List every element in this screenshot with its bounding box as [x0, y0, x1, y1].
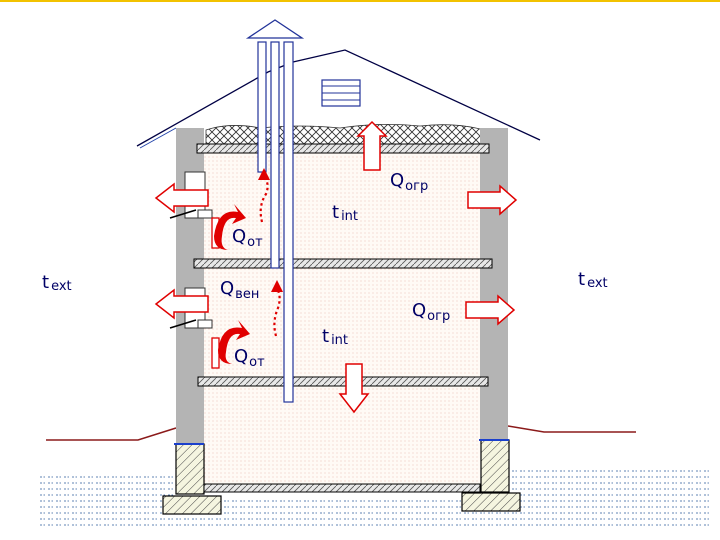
q-ot-lower-label: Qот — [234, 346, 265, 370]
vent-flow-lower — [273, 285, 281, 337]
middle-slab — [193, 258, 493, 269]
footing-left — [162, 495, 222, 515]
top-accent-line — [0, 0, 720, 2]
radiator-icon — [211, 337, 220, 369]
ground-right — [510, 466, 710, 526]
ground-under-house — [174, 496, 510, 526]
interior — [204, 150, 480, 490]
wall-right — [480, 128, 508, 440]
vent-flow-upper — [259, 175, 269, 223]
attic-vent-icon — [321, 79, 361, 107]
foundation-left — [175, 443, 205, 495]
ground-surface-left — [46, 427, 177, 441]
ground-surface-right — [507, 425, 636, 433]
q-ot-upper-label: Qот — [232, 226, 263, 250]
heat-flow-arrow-icon — [154, 288, 209, 320]
heat-flow-arrow-icon — [154, 182, 209, 214]
ground-left — [38, 476, 174, 526]
footing-right — [461, 492, 521, 512]
heat-flow-arrow-icon — [467, 184, 518, 216]
q-ven-label: Qвен — [220, 278, 259, 302]
basement-floor — [203, 483, 481, 493]
attic-slab — [196, 143, 490, 154]
heat-curve-lower — [218, 320, 250, 364]
roof-underside-left — [139, 127, 177, 149]
heat-flow-arrow-icon — [465, 294, 516, 326]
foundation-right — [480, 439, 510, 493]
heat-curve-upper — [214, 204, 246, 250]
heat-flow-arrow-icon — [338, 363, 370, 414]
q-ogr-upper-label: Qогр — [390, 170, 428, 194]
q-ogr-lower-label: Qогр — [412, 300, 450, 324]
lower-slab — [197, 376, 489, 387]
heat-flow-arrow-icon — [356, 120, 388, 171]
attic-insulation — [205, 124, 485, 145]
